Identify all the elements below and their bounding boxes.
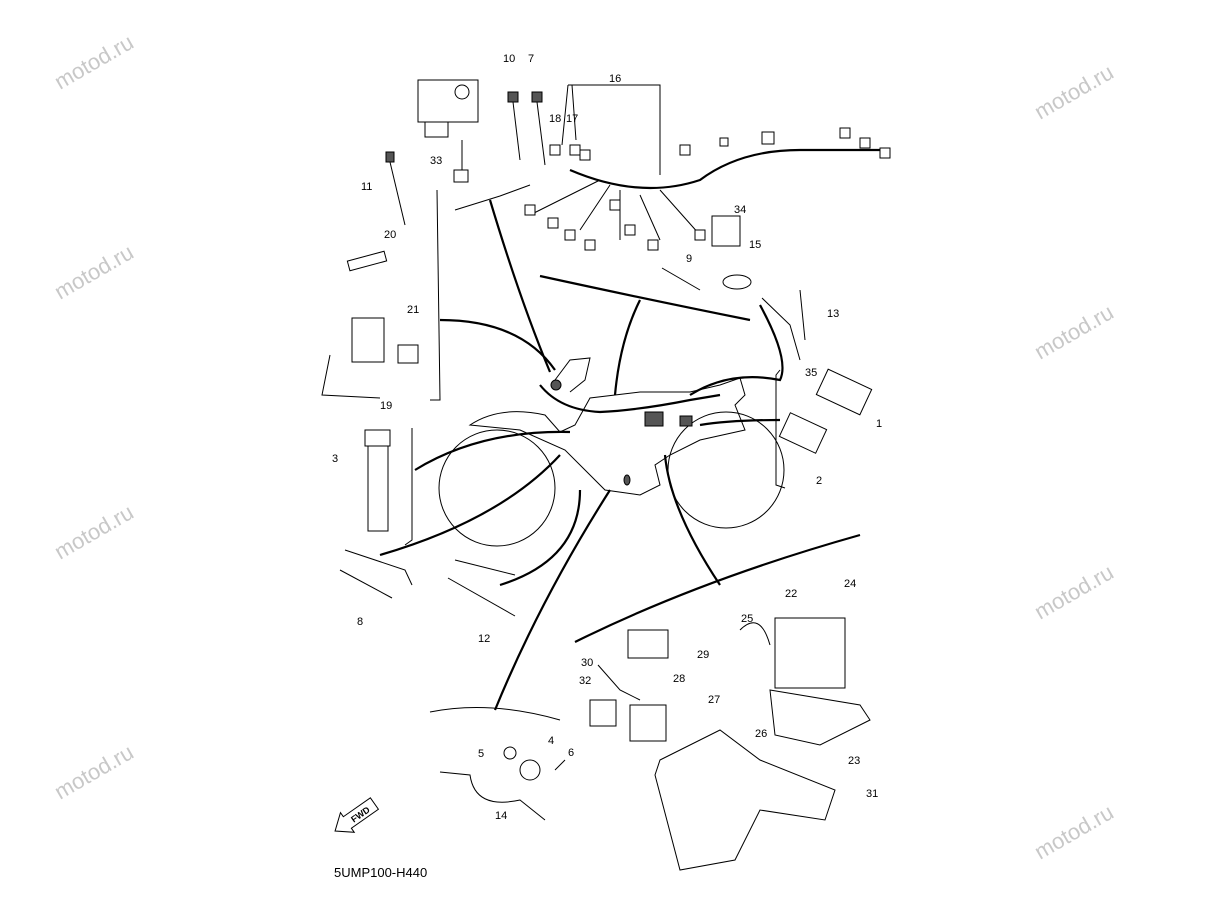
callout-25: 25	[741, 613, 753, 625]
part-33-relay	[417, 79, 479, 123]
part-31-cover	[654, 729, 836, 871]
callout-12: 12	[478, 633, 490, 645]
callout-5: 5	[478, 748, 484, 760]
callout-30: 30	[581, 657, 593, 669]
part-34	[711, 215, 741, 247]
diagram-code: 5UMP100-H440	[334, 865, 427, 880]
callouts: 1 2 3 4 5 6 7 8 9 10 11 12 13 14 15 16 1…	[332, 53, 882, 822]
callout-32: 32	[579, 675, 591, 687]
watermark-text: motod.ru	[1030, 299, 1118, 364]
callout-26: 26	[755, 728, 767, 740]
callout-23: 23	[848, 755, 860, 767]
callout-18: 18	[549, 113, 561, 125]
callout-15: 15	[749, 239, 761, 251]
fwd-arrow-icon: FWD	[334, 797, 380, 833]
callout-8: 8	[357, 616, 363, 628]
callout-16: 16	[609, 73, 621, 85]
callout-7: 7	[528, 53, 534, 65]
callout-6: 6	[568, 747, 574, 759]
watermark-text: motod.ru	[1030, 559, 1118, 624]
callout-4: 4	[548, 735, 554, 747]
callout-24: 24	[844, 578, 856, 590]
callout-9: 9	[686, 253, 692, 265]
callout-29: 29	[697, 649, 709, 661]
part-4-sensor	[519, 759, 541, 781]
part-3-ignition-coil	[367, 445, 389, 532]
harness-junction	[644, 411, 664, 427]
watermark-text: motod.ru	[50, 499, 138, 564]
callout-11: 11	[361, 181, 372, 193]
callout-21: 21	[407, 304, 419, 316]
callout-17: 17	[566, 113, 578, 125]
callout-27: 27	[708, 694, 720, 706]
part-22-battery	[774, 617, 846, 689]
callout-13: 13	[827, 308, 839, 320]
callout-22: 22	[785, 588, 797, 600]
callout-33: 33	[430, 155, 442, 167]
rear-wheel	[667, 411, 785, 529]
callout-14: 14	[495, 810, 507, 822]
parts	[321, 79, 891, 871]
callout-19: 19	[380, 400, 392, 412]
callout-31: 31	[866, 788, 878, 800]
callout-2: 2	[816, 475, 822, 487]
part-32	[589, 699, 617, 727]
callout-1: 1	[876, 418, 882, 430]
watermark-text: motod.ru	[1030, 59, 1118, 124]
watermark-text: motod.ru	[50, 29, 138, 94]
part-19-rectifier	[351, 317, 385, 363]
motorcycle-outline	[438, 357, 785, 547]
leader-lines	[344, 84, 861, 721]
part-1	[815, 368, 873, 416]
callout-10: 10	[503, 53, 515, 65]
watermark-text: motod.ru	[1030, 799, 1118, 864]
part-27-starter-relay	[629, 704, 667, 742]
callout-35: 35	[805, 367, 817, 379]
callout-34: 34	[734, 204, 746, 216]
callout-28: 28	[673, 673, 685, 685]
callout-20: 20	[384, 229, 396, 241]
part-23-tray	[769, 689, 871, 746]
watermark-text: motod.ru	[50, 739, 138, 804]
front-wheel	[438, 429, 556, 547]
part-29	[627, 629, 669, 659]
part-2	[778, 412, 828, 454]
callout-3: 3	[332, 453, 338, 465]
watermark-text: motod.ru	[50, 239, 138, 304]
